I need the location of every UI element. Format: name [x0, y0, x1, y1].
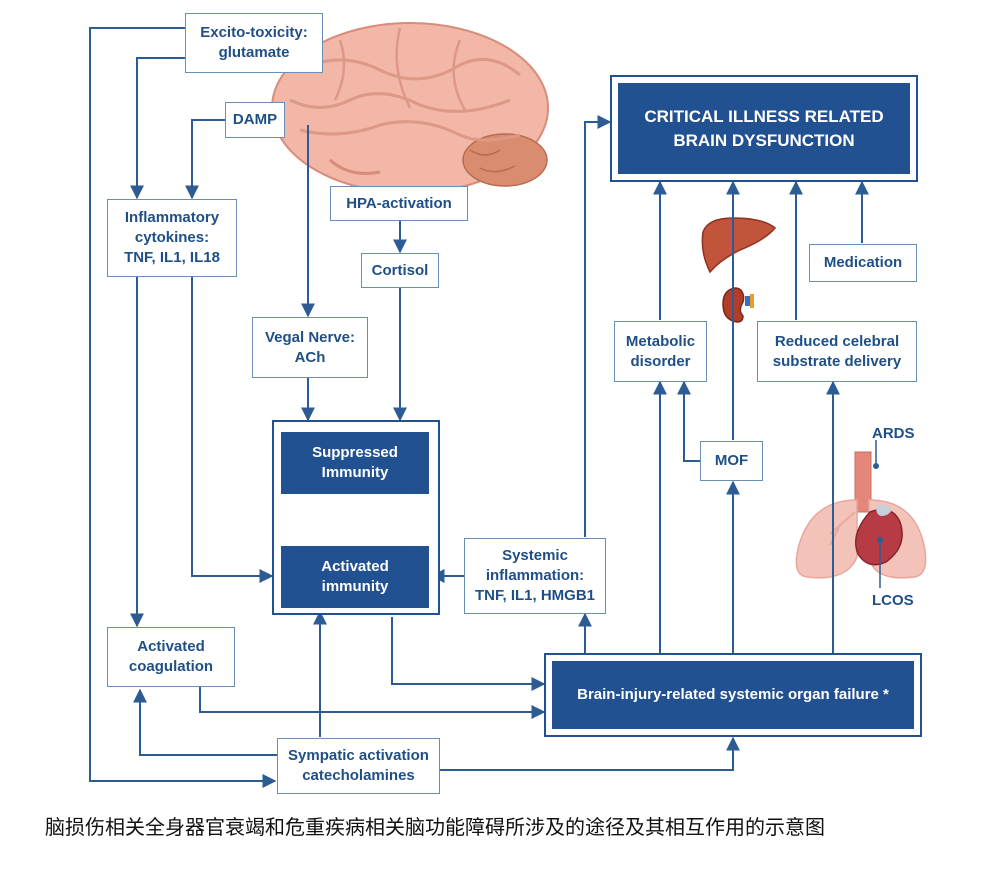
activated-coagulation-box: Activated coagulation [107, 627, 235, 687]
coag-line-1: Activated [137, 638, 205, 655]
critical-illness-box: CRITICAL ILLNESS RELATED BRAIN DYSFUNCTI… [618, 83, 910, 174]
activated-line-2: immunity [321, 578, 389, 595]
organ-failure-label: Brain-injury-related systemic organ fail… [577, 686, 889, 703]
metabolic-line-1: Metabolic [625, 332, 696, 350]
suppressed-line-1: Suppressed [312, 444, 398, 461]
mof-box: MOF [700, 441, 763, 481]
figure-caption: 脑损伤相关全身器官衰竭和危重疾病相关脑功能障碍所涉及的途径及其相互作用的示意图 [45, 815, 825, 839]
inflammatory-cytokines-box: Inflammatory cytokines: TNF, IL1, IL18 [107, 199, 237, 277]
reduced-line-1: Reduced celebral [774, 332, 900, 350]
hpa-activation-box: HPA-activation [330, 186, 468, 221]
medication-box: Medication [809, 244, 917, 282]
cortisol-label: Cortisol [371, 261, 429, 279]
reduced-substrate-box: Reduced celebral substrate delivery [757, 321, 917, 382]
systemic-line-2: inflammation: [485, 567, 585, 584]
vagal-nerve-box: Vegal Nerve: ACh [252, 317, 368, 378]
heart-illustration [855, 463, 903, 566]
cytokines-line-3: TNF, IL1, IL18 [124, 249, 220, 266]
critical-line-2: BRAIN DYSFUNCTION [673, 130, 855, 150]
damp-box: DAMP [225, 102, 285, 138]
systemic-line-1: Systemic [502, 547, 568, 564]
organ-failure-box: Brain-injury-related systemic organ fail… [552, 661, 914, 729]
activated-line-1: Activated [321, 558, 389, 575]
cytokines-line-1: Inflammatory [124, 209, 220, 226]
systemic-line-3: TNF, IL1, HMGB1 [474, 587, 595, 604]
damp-label: DAMP [232, 111, 278, 128]
cytokines-line-2: cytokines: [134, 229, 210, 246]
suppressed-line-2: Immunity [321, 464, 389, 481]
critical-line-1: CRITICAL ILLNESS RELATED [644, 106, 884, 126]
sympatic-line-2: catecholamines [302, 767, 415, 784]
suppressed-immunity-box: Suppressed Immunity [281, 432, 429, 494]
activated-immunity-box: Activated immunity [281, 546, 429, 608]
sympatic-line-1: Sympatic activation [288, 747, 429, 764]
systemic-inflammation-box: Systemic inflammation: TNF, IL1, HMGB1 [464, 538, 606, 614]
hpa-label: HPA-activation [346, 194, 452, 212]
cortisol-box: Cortisol [361, 253, 439, 288]
metabolic-line-2: disorder [630, 352, 691, 370]
vagal-line-2: ACh [294, 348, 326, 366]
reduced-line-2: substrate delivery [772, 352, 902, 370]
lcos-label: LCOS [872, 592, 914, 609]
mof-label: MOF [714, 452, 749, 469]
vagal-line-1: Vegal Nerve: [264, 328, 356, 346]
medication-label: Medication [823, 254, 903, 271]
excito-line-1: Excito-toxicity: [200, 24, 308, 41]
coag-line-2: coagulation [128, 658, 214, 675]
brain-illustration [271, 22, 549, 194]
excito-toxicity-box: Excito-toxicity: glutamate [185, 13, 323, 73]
excito-line-2: glutamate [218, 44, 290, 61]
metabolic-disorder-box: Metabolic disorder [614, 321, 707, 382]
liver-illustration [701, 217, 777, 274]
kidney-illustration [722, 287, 754, 323]
ards-label: ARDS [872, 425, 915, 442]
sympatic-activation-box: Sympatic activation catecholamines [277, 738, 440, 794]
